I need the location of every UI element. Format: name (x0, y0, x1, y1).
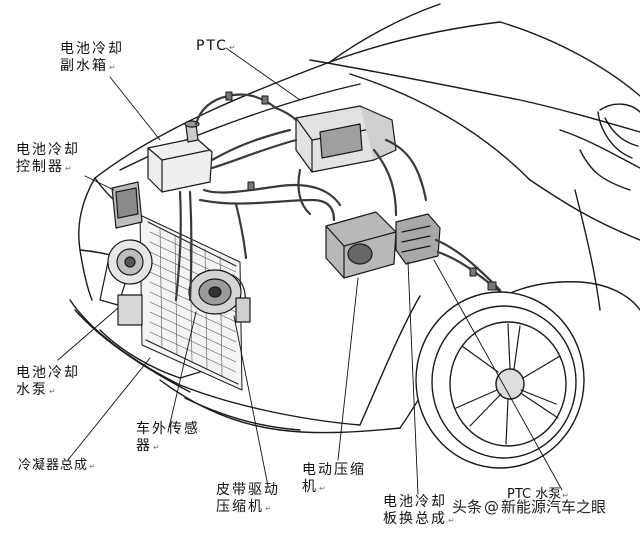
label-belt-driven-compressor: 皮带驱动 压缩机↵ (216, 482, 280, 515)
label-battery-cooling-tank: 电池冷却 副水箱↵ (60, 41, 124, 74)
chiller-shape (395, 213, 441, 265)
fan-left (99, 239, 153, 326)
front-wheel (415, 291, 585, 469)
controller-shape (111, 181, 143, 229)
watermark-at: @ (484, 498, 500, 516)
label-ptc-pump: PTC 水泵↵ (507, 487, 569, 502)
expansion-tank-shape (147, 120, 213, 193)
label-condenser-assembly: 冷凝器总成↵ (18, 458, 96, 473)
label-battery-cooling-controller: 电池冷却 控制器↵ (16, 142, 80, 175)
watermark-account: 新能源汽车之眼 (501, 498, 607, 516)
belt-compressor-shape (188, 269, 251, 323)
watermark: 头条@新能源汽车之眼 (452, 496, 606, 517)
label-ptc: PTC↵ (196, 38, 236, 54)
label-outside-temp-sensor: 车外传感 器↵ (136, 421, 200, 454)
car-body-outline (69, 3, 640, 434)
leader-lines (57, 47, 563, 495)
label-battery-chiller-assembly: 电池冷却 板换总成↵ (383, 494, 455, 527)
watermark-prefix: 头条 (452, 498, 483, 516)
ptc-heater-shape (295, 105, 397, 173)
pipe-clips (225, 91, 497, 291)
label-battery-cooling-pump: 电池冷却 水泵↵ (16, 365, 80, 398)
electric-compressor-shape (325, 211, 397, 279)
label-electric-compressor: 电动压缩 机↵ (302, 462, 366, 495)
